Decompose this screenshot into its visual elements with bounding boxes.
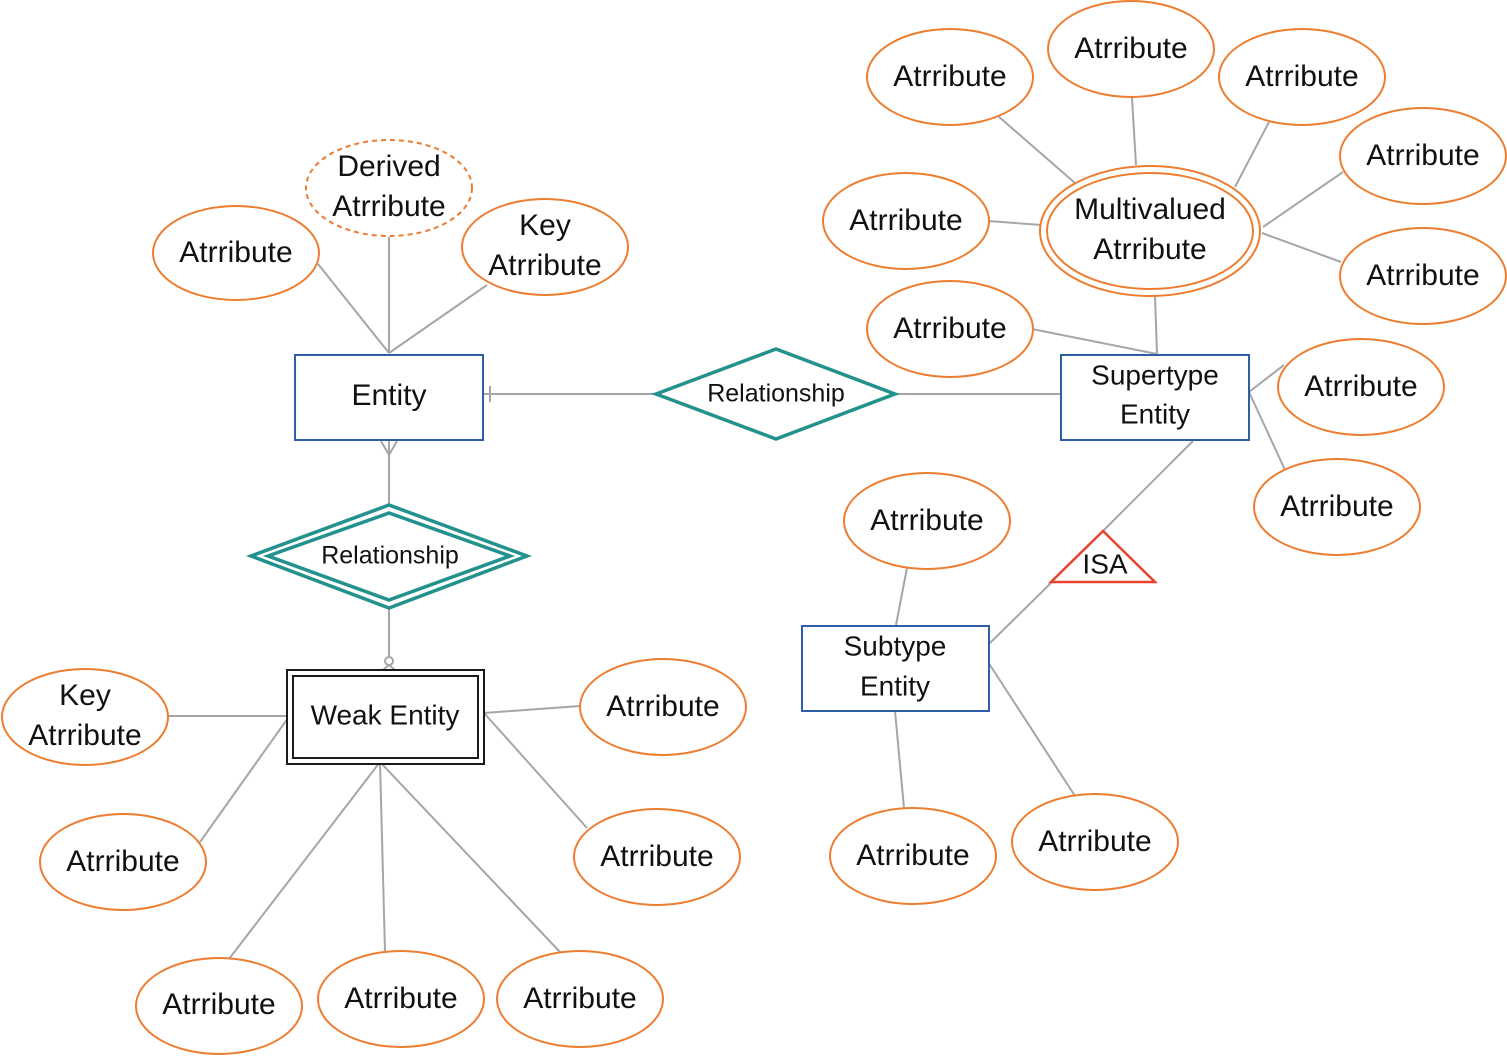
supertype-attribute[interactable]: Atrribute [1253, 458, 1421, 556]
connector-supertype-multivalued [1154, 295, 1158, 355]
supertype-entity-box[interactable]: Supertype Entity [1060, 354, 1250, 441]
connector-weak-attr-3 [379, 761, 386, 953]
attribute-label: Atrribute [600, 840, 713, 873]
weak-entity-attribute[interactable]: Atrribute [317, 950, 485, 1048]
connector-mv-attr-4 [1262, 171, 1344, 228]
attribute-label: Atrribute [66, 845, 179, 878]
derived-attribute-label-line2: Atrribute [332, 190, 445, 223]
attribute-label: Atrribute [606, 690, 719, 723]
attribute-label: Atrribute [893, 312, 1006, 345]
multivalued-sub-attribute[interactable]: Atrribute [1339, 227, 1507, 325]
attribute-label: Atrribute [344, 982, 457, 1015]
multivalued-attribute-label-line1: Multivalued [1074, 193, 1226, 226]
attribute-label: Atrribute [870, 504, 983, 537]
connector-weak-attr-5 [483, 705, 581, 714]
entity-label: Entity [351, 379, 426, 412]
attribute-label: Atrribute [1366, 139, 1479, 172]
multivalued-attribute-label-line2: Atrribute [1093, 233, 1206, 266]
identifying-relationship-diamond[interactable]: Relationship [245, 503, 533, 610]
weak-key-attribute-label-line1: Key [59, 679, 111, 712]
connector-mv-attr-3 [1234, 121, 1270, 188]
attribute-label: Atrribute [1245, 60, 1358, 93]
optional-circle [384, 656, 394, 666]
crowfoot-right [388, 440, 398, 456]
connector-mv-attr-2 [1131, 97, 1137, 166]
supertype-entity-label-line2: Entity [1120, 398, 1190, 429]
multivalued-attribute[interactable]: Multivalued Atrribute [1039, 165, 1261, 297]
subtype-entity-box[interactable]: Subtype Entity [801, 625, 990, 712]
identifying-relationship-label: Relationship [321, 542, 459, 570]
weak-entity-attribute[interactable]: Atrribute [579, 658, 747, 756]
connector-weak-attr-2 [228, 761, 381, 960]
subtype-entity-label-line1: Subtype [844, 630, 947, 661]
connector-mv-attr-5 [1261, 232, 1342, 263]
attribute-label: Atrribute [1304, 370, 1417, 403]
attribute-label: Atrribute [1366, 259, 1479, 292]
attribute-label: Atrribute [1074, 32, 1187, 65]
supertype-attribute[interactable]: Atrribute [866, 280, 1034, 378]
multivalued-sub-attribute[interactable]: Atrribute [1339, 107, 1507, 205]
subtype-attribute[interactable]: Atrribute [829, 807, 997, 905]
isa-triangle[interactable]: ISA [1047, 529, 1159, 584]
connector-supertype-attr-3 [1248, 391, 1286, 471]
connector-weak-attr-4 [379, 761, 561, 953]
weak-entity-attribute[interactable]: Atrribute [573, 808, 741, 906]
connector-mv-attr-6 [987, 220, 1043, 226]
key-attribute-label-line1: Key [519, 209, 571, 242]
relationship-diamond[interactable]: Relationship [651, 347, 900, 441]
connector-isa-subtype [989, 581, 1053, 644]
connector-supertype-attr-2 [1248, 364, 1285, 393]
multivalued-sub-attribute[interactable]: Atrribute [866, 28, 1034, 126]
connector-entity-key [388, 284, 488, 354]
attribute-label: Atrribute [179, 236, 292, 269]
connector-entity-attribute [317, 263, 390, 354]
connector-mv-attr-1 [997, 115, 1076, 184]
weak-key-attribute-label-line2: Atrribute [28, 719, 141, 752]
derived-attribute-label-line1: Derived [337, 150, 440, 183]
connector-subtype-attr-1 [895, 567, 908, 626]
entity-key-attribute[interactable]: Key Atrribute [461, 198, 629, 296]
attribute-label: Atrribute [893, 60, 1006, 93]
multivalued-sub-attribute[interactable]: Atrribute [1047, 0, 1215, 98]
subtype-entity-label-line2: Entity [860, 670, 930, 701]
weak-key-attribute[interactable]: Key Atrribute [1, 668, 169, 766]
connector-weak-attr-1 [199, 717, 289, 843]
weak-entity-box[interactable]: Weak Entity [286, 669, 485, 765]
attribute-label: Atrribute [1280, 490, 1393, 523]
key-attribute-label-line2: Atrribute [488, 249, 601, 282]
weak-entity-attribute[interactable]: Atrribute [135, 957, 303, 1055]
crowfoot-left [380, 440, 390, 456]
connector-subtype-attr-3 [987, 661, 1076, 797]
entity-box[interactable]: Entity [294, 354, 484, 441]
relationship-label: Relationship [707, 380, 845, 408]
subtype-attribute[interactable]: Atrribute [1011, 793, 1179, 891]
attribute-label: Atrribute [162, 988, 275, 1021]
connector-subtype-attr-2 [894, 710, 905, 809]
weak-entity-attribute[interactable]: Atrribute [496, 950, 664, 1048]
multivalued-sub-attribute[interactable]: Atrribute [1218, 28, 1386, 126]
attribute-label: Atrribute [1038, 825, 1151, 858]
attribute-label: Atrribute [856, 839, 969, 872]
connector-supertype-attr-1 [1031, 328, 1158, 355]
supertype-attribute[interactable]: Atrribute [1277, 338, 1445, 436]
multivalued-sub-attribute[interactable]: Atrribute [822, 172, 990, 270]
isa-label: ISA [1082, 548, 1127, 579]
attribute-label: Atrribute [523, 982, 636, 1015]
entity-attribute[interactable]: Atrribute [152, 205, 320, 301]
attribute-label: Atrribute [849, 204, 962, 237]
derived-attribute[interactable]: Derived Atrribute [305, 139, 473, 237]
connector-supertype-isa [1102, 440, 1194, 532]
weak-entity-attribute[interactable]: Atrribute [39, 813, 207, 911]
supertype-entity-label-line1: Supertype [1091, 359, 1219, 390]
weak-entity-label: Weak Entity [311, 699, 460, 730]
connector-weak-attr-6 [483, 712, 588, 829]
subtype-attribute[interactable]: Atrribute [843, 472, 1011, 570]
